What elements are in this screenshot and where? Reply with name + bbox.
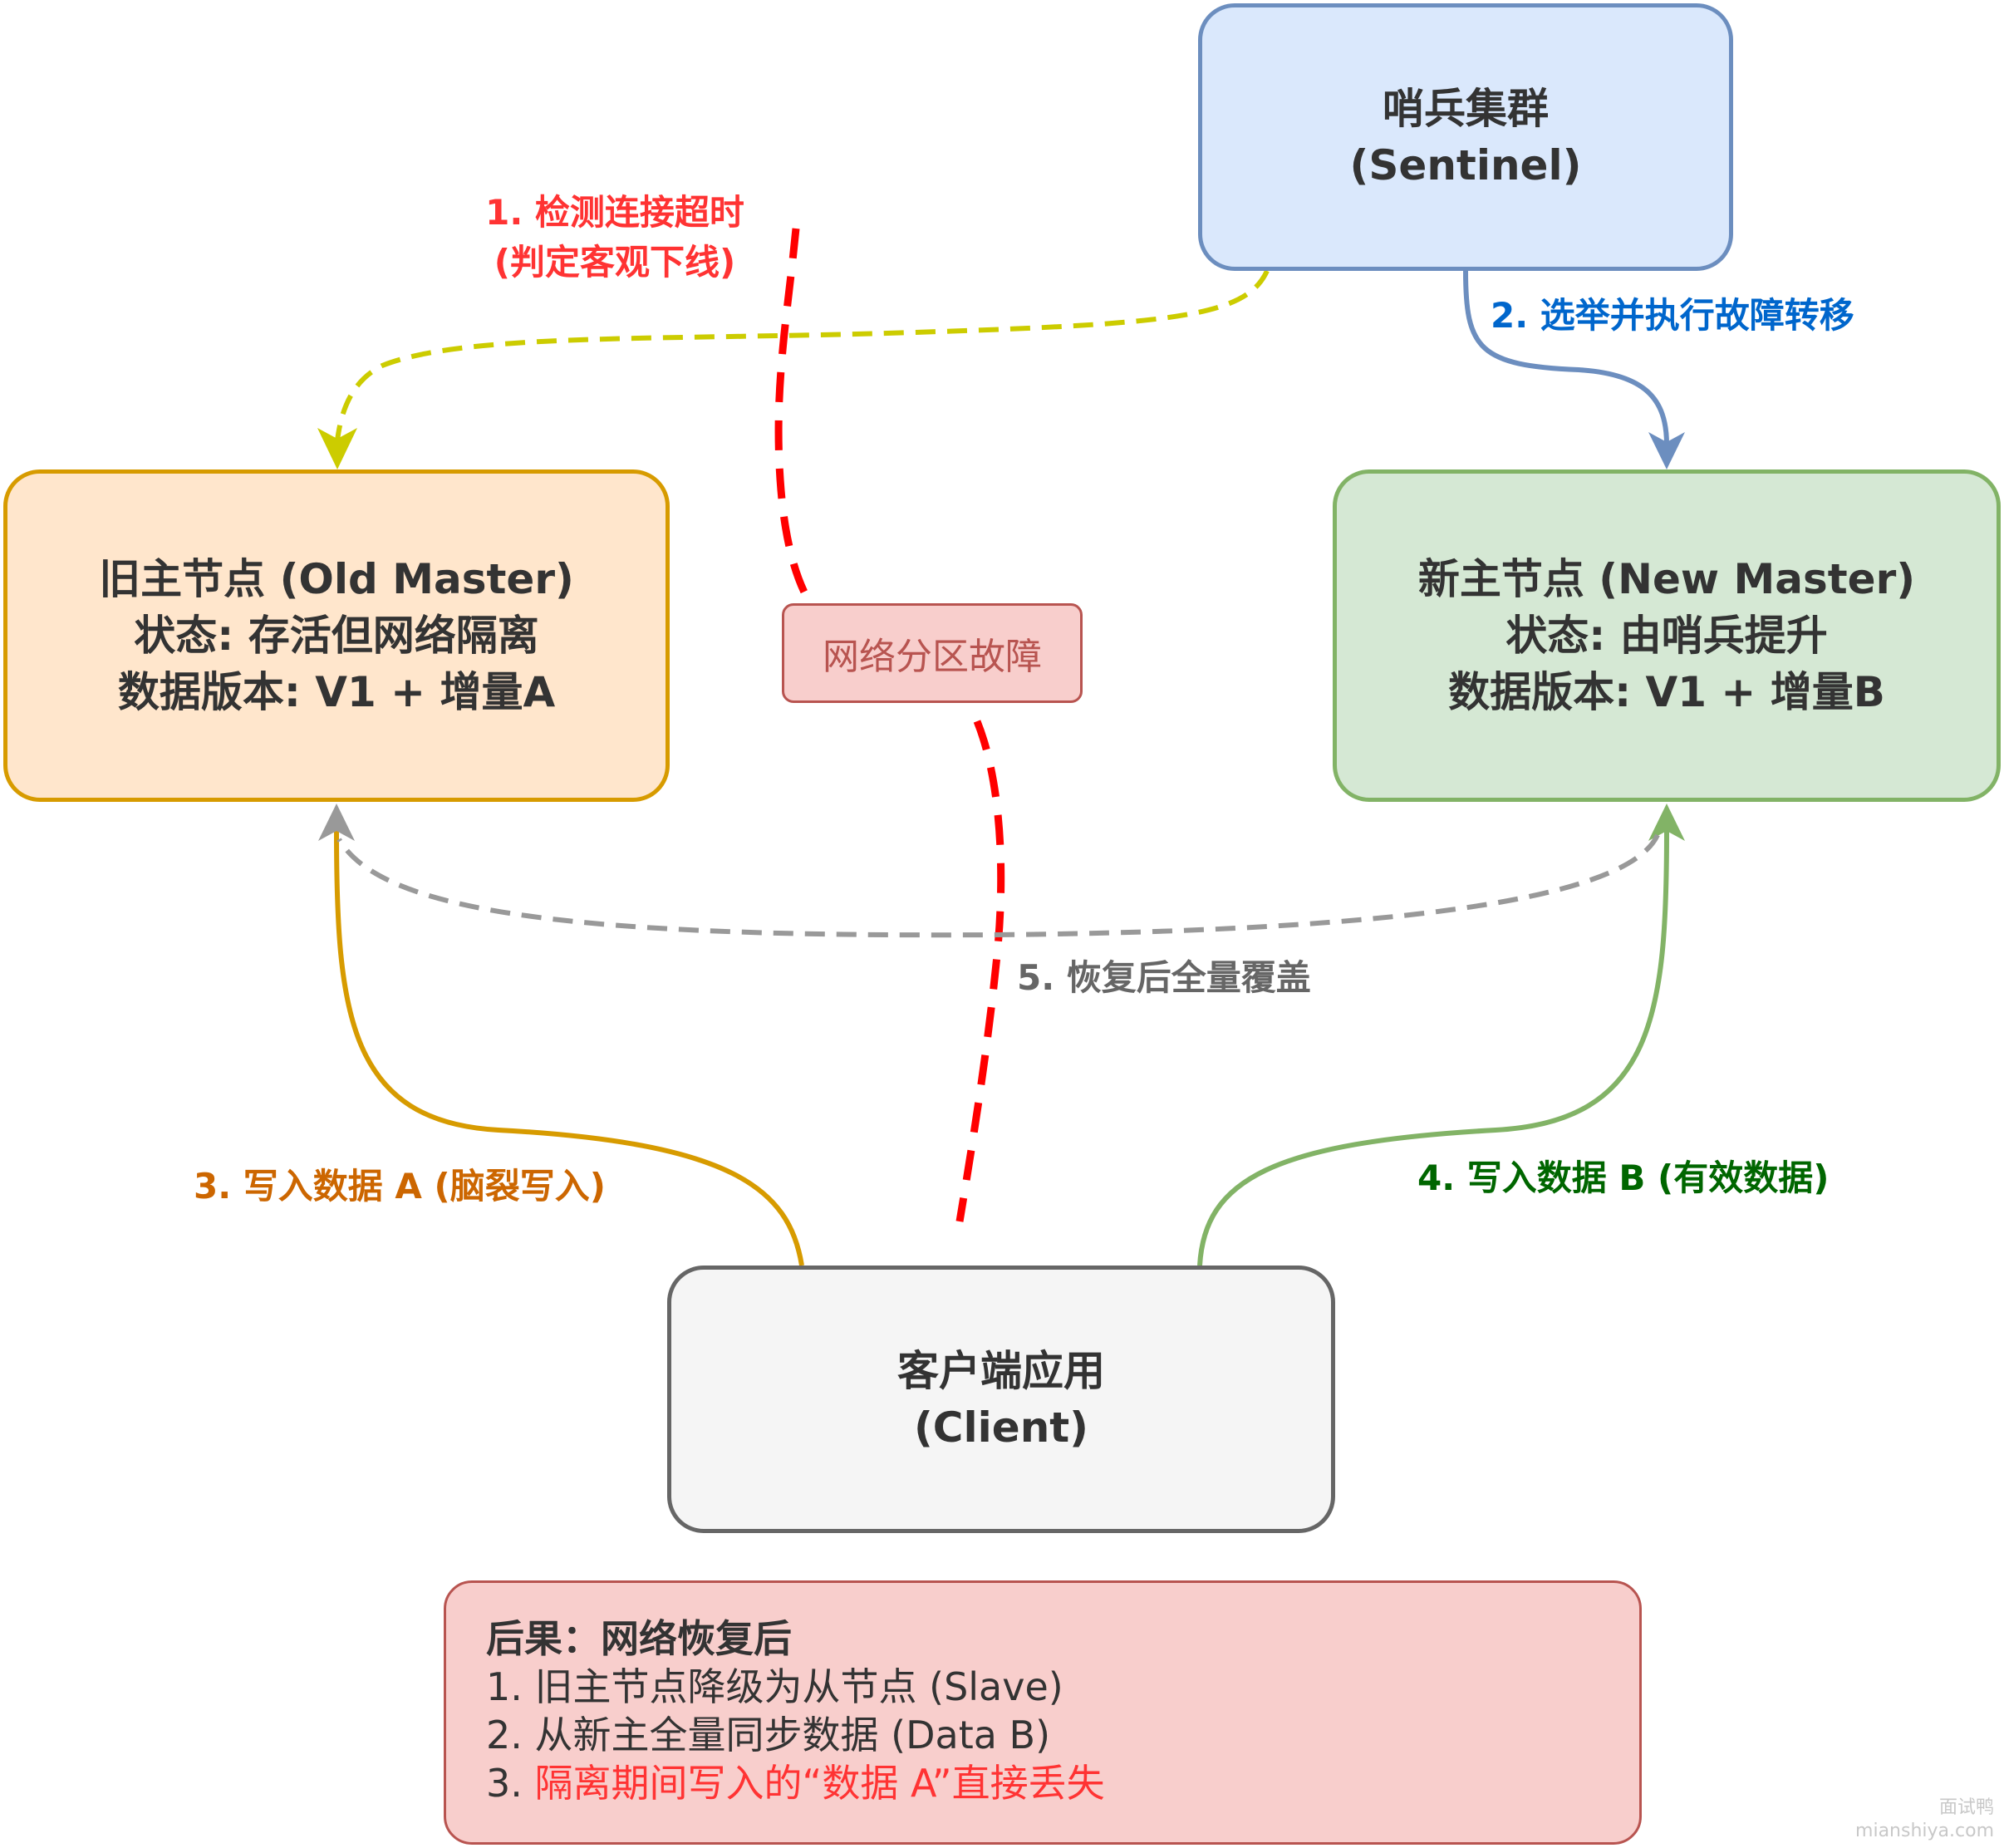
edge-failover xyxy=(1463,270,1669,445)
new-master-version: 数据版本: V1 + 增量B xyxy=(1448,668,1885,716)
old-master-status: 状态: 存活但网络隔离 xyxy=(134,612,539,660)
watermark-line1: 面试鸭 xyxy=(1938,1797,1994,1818)
consequence-item-3: 3. 隔离期间写入的“数据 A”直接丢失 xyxy=(486,1759,1639,1807)
edge-detect-arrowhead xyxy=(317,428,357,469)
old-master-node: 旧主节点 (Old Master) 状态: 存活但网络隔离 数据版本: V1 +… xyxy=(3,469,670,802)
client-node: 客户端应用 (Client) xyxy=(667,1266,1335,1533)
sentinel-title: 哨兵集群 xyxy=(1383,85,1549,133)
edge-write-a xyxy=(334,830,804,1266)
consequence-item-3-highlight: 隔离期间写入的“数据 A”直接丢失 xyxy=(534,1761,1105,1806)
edge-overwrite xyxy=(336,833,1660,938)
network-partition-badge: 网络分区故障 xyxy=(782,603,1083,703)
sentinel-subtitle: (Sentinel) xyxy=(1349,141,1582,189)
consequence-item-2: 2. 从新主全量同步数据 (Data B) xyxy=(486,1713,1051,1757)
edge-write-a-arrowhead xyxy=(318,804,355,841)
consequence-title: 后果：网络恢复后 xyxy=(486,1616,792,1661)
sentinel-node: 哨兵集群 (Sentinel) xyxy=(1198,3,1733,271)
old-master-version: 数据版本: V1 + 增量A xyxy=(117,668,556,716)
edge-write-a-label: 3. 写入数据 A (脑裂写入) xyxy=(194,1166,606,1207)
edge-detect-label-line2: (判定客观下线) xyxy=(494,242,736,283)
watermark-line2: mianshiya.com xyxy=(1855,1821,1994,1841)
consequence-note: 后果：网络恢复后 1. 旧主节点降级为从节点 (Slave) 2. 从新主全量同… xyxy=(444,1580,1642,1845)
edge-detect xyxy=(335,269,1270,441)
partition-line-lower xyxy=(955,720,1005,1222)
network-partition-label: 网络分区故障 xyxy=(823,636,1042,678)
edge-overwrite-label: 5. 恢复后全量覆盖 xyxy=(1017,957,1311,998)
edge-detect-label-line1: 1. 检测连接超时 xyxy=(485,192,744,233)
edge-failover-arrowhead xyxy=(1648,432,1685,469)
new-master-node: 新主节点 (New Master) 状态: 由哨兵提升 数据版本: V1 + 增… xyxy=(1333,469,2001,802)
new-master-title: 新主节点 (New Master) xyxy=(1417,555,1916,603)
edge-failover-label: 2. 选举并执行故障转移 xyxy=(1491,295,1854,336)
edge-write-b-arrowhead xyxy=(1648,804,1685,841)
partition-line-upper xyxy=(774,228,813,606)
client-subtitle: (Client) xyxy=(913,1403,1089,1452)
edge-write-b xyxy=(1197,830,1669,1266)
watermark: 面试鸭 mianshiya.com xyxy=(1855,1796,1994,1843)
new-master-status: 状态: 由哨兵提升 xyxy=(1505,612,1828,660)
old-master-title: 旧主节点 (Old Master) xyxy=(99,555,574,603)
consequence-item-1: 1. 旧主节点降级为从节点 (Slave) xyxy=(486,1664,1063,1709)
consequence-item-3-prefix: 3. xyxy=(486,1761,535,1806)
client-title: 客户端应用 xyxy=(897,1347,1105,1395)
edge-write-b-label: 4. 写入数据 B (有效数据) xyxy=(1417,1157,1830,1198)
edge-detect-label: 1. 检测连接超时 (判定客观下线) xyxy=(449,188,781,288)
